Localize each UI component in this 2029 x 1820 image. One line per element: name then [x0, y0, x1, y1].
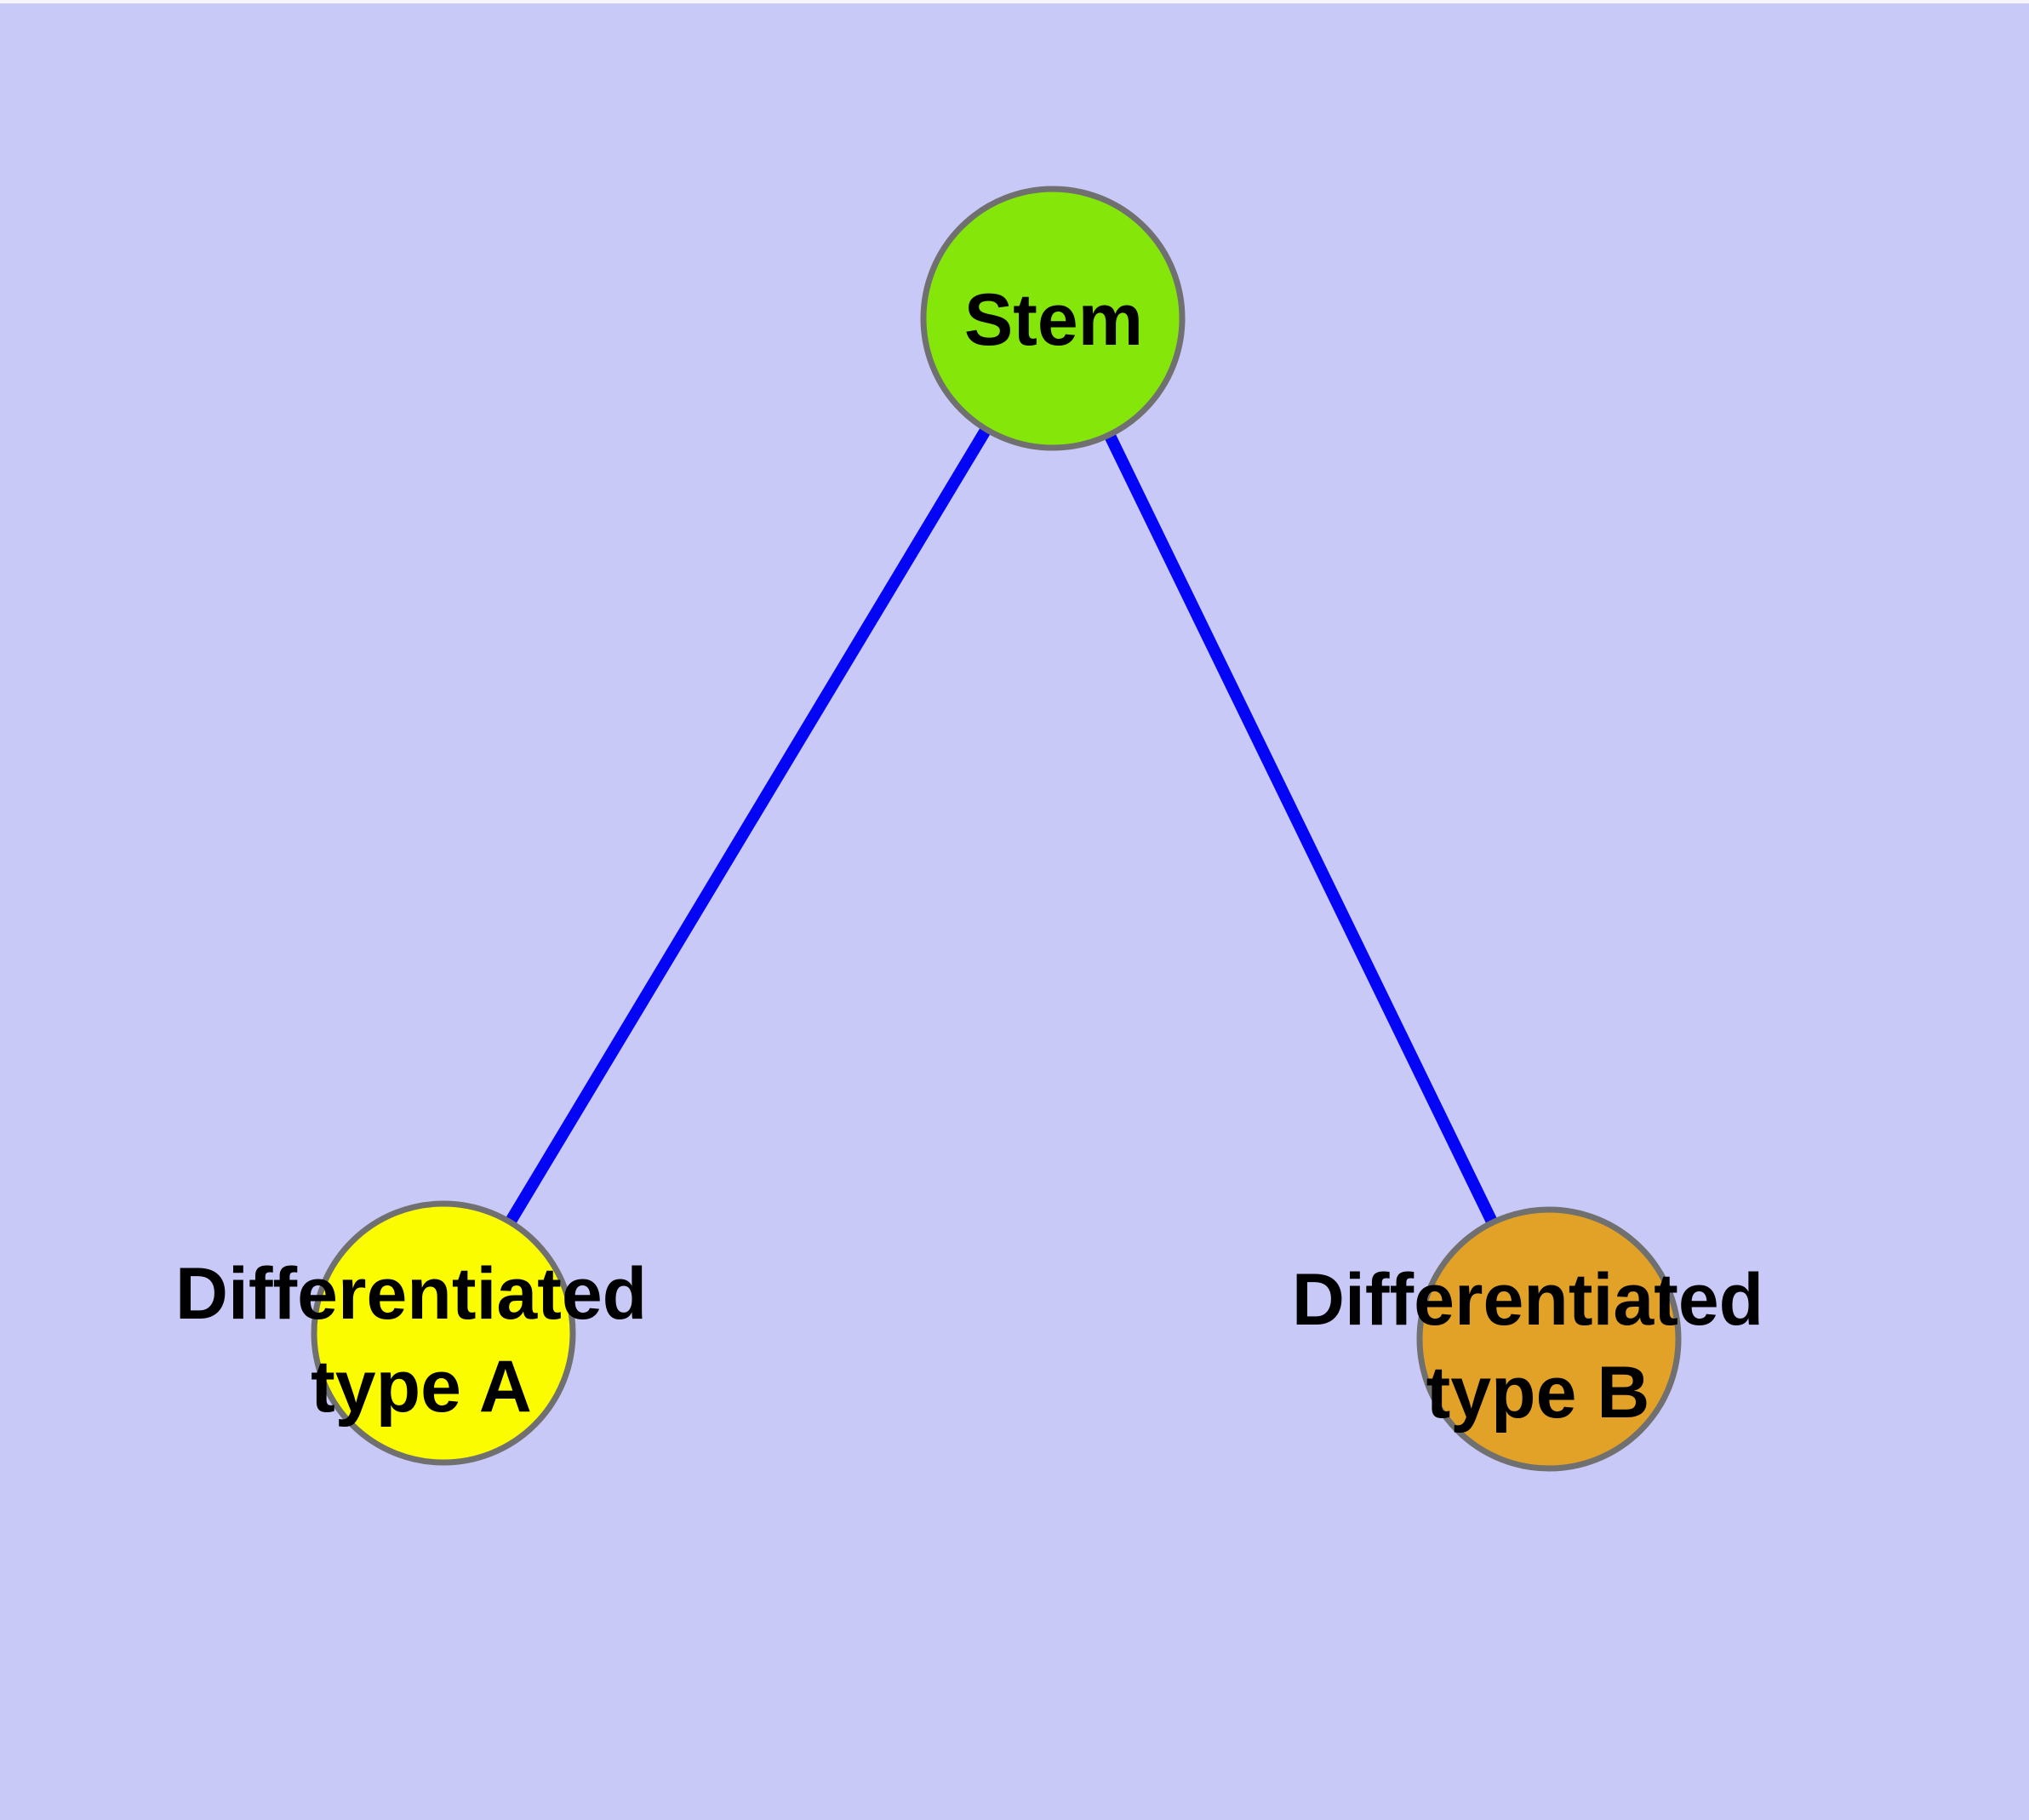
node-label-type-b-line-1: Differentiated: [1292, 1259, 1763, 1341]
screenshot-top-edge: [0, 0, 2029, 3]
node-label-type-a-line-1: Differentiated: [175, 1253, 647, 1335]
edge-stem-to-type-a: [437, 315, 1059, 1336]
node-label-stem-line: Stem: [964, 279, 1143, 361]
edge-stem-to-type-b: [1047, 315, 1555, 1342]
node-label-differentiated-type-a: Differentiated type A: [175, 1253, 667, 1428]
node-label-type-b-line-2: type B: [1426, 1352, 1650, 1434]
node-label-differentiated-type-b: Differentiated type B: [1292, 1259, 1784, 1434]
node-label-type-a-line-2: type A: [311, 1346, 532, 1428]
node-stem: [920, 186, 1186, 451]
node-differentiated-type-a: [311, 1200, 576, 1466]
node-differentiated-type-b: [1416, 1206, 1682, 1472]
node-label-stem: Stem: [964, 279, 1143, 361]
